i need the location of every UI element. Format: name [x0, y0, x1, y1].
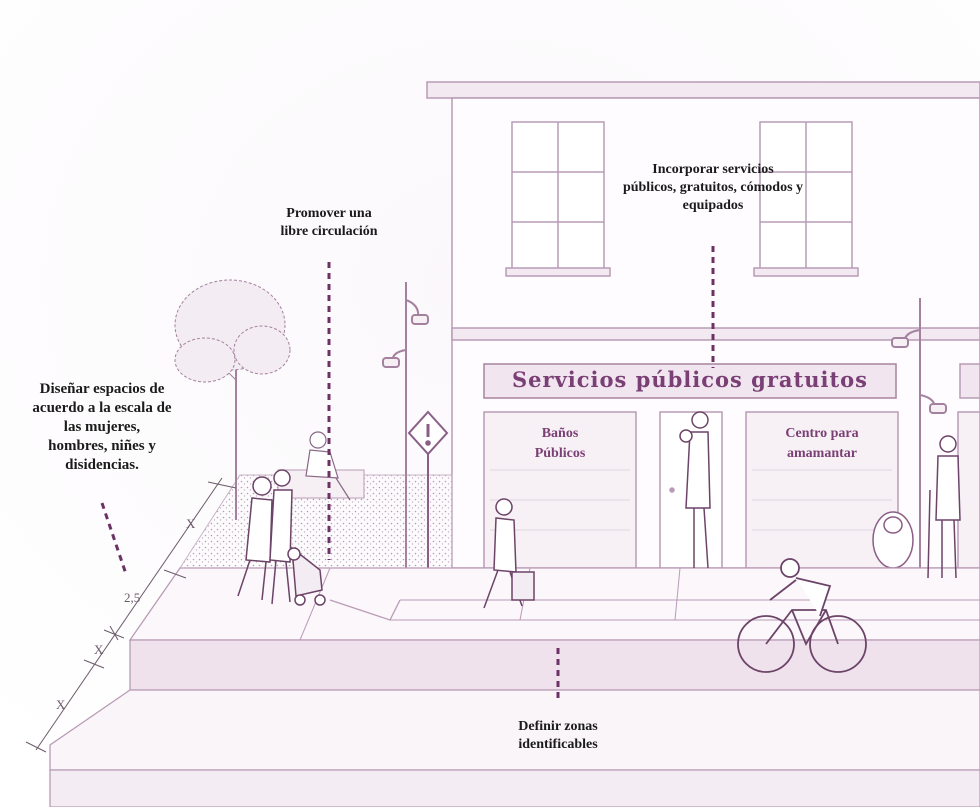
family-figures — [237, 469, 326, 606]
callout-escala-line-1: Diseñar espacios de — [39, 381, 165, 397]
door-banos-line-2: Públicos — [534, 446, 586, 461]
walking-elderly-man — [483, 498, 535, 609]
woman-with-child — [679, 411, 711, 569]
callout-servicios: Incorporar servicios públicos, gratuitos… — [578, 161, 848, 215]
dimension-lines — [25, 477, 237, 753]
callout-escala-line-2: acuerdo a la escala de — [32, 400, 172, 416]
dimension-width: 2,5 — [124, 590, 141, 605]
callout-zonas-line-2: identificables — [518, 737, 598, 752]
dimension-x-middle: X — [94, 642, 104, 657]
sidewalk — [49, 567, 980, 807]
callout-escala-line-5: disidencias. — [65, 457, 139, 473]
callout-servicios-line-3: equipados — [682, 198, 744, 213]
leader-escala — [100, 502, 128, 575]
door-centro-line-2: amamantar — [787, 446, 857, 461]
trash-bin-icon — [872, 511, 914, 590]
callout-libre-line-1: Promover una — [286, 206, 372, 221]
callout-libre-circulacion: Promover una libre circulación — [239, 205, 419, 241]
callout-servicios-line-2: públicos, gratuitos, cómodos y — [622, 180, 804, 195]
upper-window-left — [505, 121, 611, 277]
cyclist — [737, 558, 867, 673]
services-sign-board — [483, 363, 897, 399]
leader-lines — [100, 246, 715, 698]
door-banos-line-1: Baños — [541, 426, 579, 441]
warning-sign-icon — [407, 410, 449, 572]
dimension-x-bottom: X — [56, 697, 66, 712]
building — [426, 81, 980, 569]
callout-escala-line-3: las mujeres, — [63, 419, 141, 435]
dimension-x-top: X — [186, 516, 196, 531]
callout-servicios-line-1: Incorporar servicios — [652, 162, 774, 177]
lamp-posts — [382, 282, 947, 600]
tree — [174, 279, 291, 520]
callout-escala: Diseñar espacios de acuerdo a la escala … — [0, 380, 204, 475]
door-centro-label: Centro para amamantar — [746, 424, 898, 464]
callout-escala-line-4: hombres, niñes y — [48, 438, 156, 454]
callout-libre-line-2: libre circulación — [280, 224, 378, 239]
callout-zonas-line-1: Definir zonas — [518, 719, 598, 734]
callout-zonas: Definir zonas identificables — [478, 718, 638, 754]
door-centro-line-1: Centro para — [785, 426, 859, 441]
door-banos-label: Baños Públicos — [484, 424, 636, 464]
services-sign-title: Servicios públicos gratuitos — [511, 367, 869, 392]
upper-window-right — [753, 121, 859, 277]
elderly-man-with-cane — [927, 435, 961, 579]
